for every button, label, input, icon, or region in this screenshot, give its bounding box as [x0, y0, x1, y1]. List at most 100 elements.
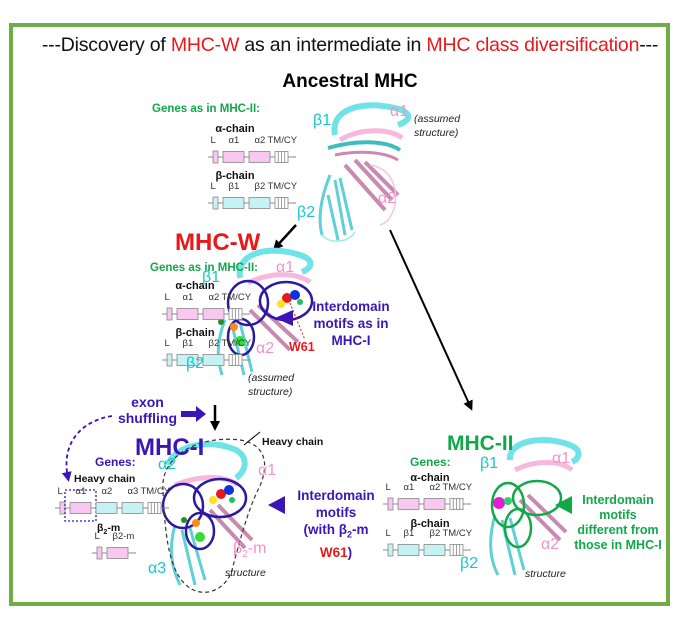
mhcii-beta-exon-label: β2 [429, 528, 441, 539]
ancestral-beta-exon-1 [222, 197, 245, 209]
note-line: structure) [248, 386, 293, 398]
motif-line: different from [577, 523, 659, 537]
ancestral-beta-exon-2 [248, 197, 271, 209]
mhci-motif-pointer [268, 496, 285, 514]
ancestral-domain-a2: α2 [378, 190, 397, 207]
mhcii-beta-exon-label: L [385, 528, 391, 539]
mhcw-alpha-chain-label: α-chain [175, 280, 215, 292]
helix-b1 [331, 102, 412, 136]
mhci-heading: MHC-I [135, 434, 205, 461]
mhci-b2m-exon-label: L [94, 531, 100, 542]
mhcii-beta-exon-label: TM/CY [442, 528, 473, 539]
ancestral-beta-exon-label: TM/CY [267, 181, 298, 192]
motif-line: those in MHC-I [574, 538, 662, 552]
mhcw-beta-exon-label: β1 [182, 338, 194, 349]
mhci-heavy-exon-3 [121, 502, 144, 514]
mhcw-beta-exon-label: L [164, 338, 170, 349]
ancestral-structure-note: (assumed structure) [414, 112, 460, 140]
exon-shuffling-dashed-arrow [61, 415, 113, 482]
mhcii-beta-exon-1 [397, 544, 420, 556]
mhcw-heading: MHC-W [175, 229, 261, 256]
mhcw-alpha-exon-label: α2 [208, 292, 220, 303]
mhci-b2m-exon-label: β2-m [112, 531, 135, 542]
arrow-ancestral-to-mhcii [389, 229, 473, 411]
motif-line: W61) [286, 544, 386, 561]
mhcw-domain-a2: α2 [256, 340, 275, 357]
mhci-heavy-exon-label: α2 [101, 486, 113, 497]
title-prefix: ---Discovery of [41, 34, 171, 56]
mhcii-alpha-exon-label: TM/CY [442, 482, 473, 493]
mhcii-motif-label: Interdomain motifs different from those … [568, 493, 668, 553]
ancestral-alpha-exon-1 [222, 151, 245, 163]
ancestral-beta-exon-label: L [210, 181, 216, 192]
motif-line: Interdomain [312, 299, 390, 314]
mhci-motif-label: Interdomain motifs (with β2-m W61) [286, 487, 386, 561]
mhcw-beta-exon-0 [166, 353, 173, 367]
mhcw-structure-note: (assumed structure) [248, 371, 294, 399]
exon-shuffling-line: shuffling [117, 410, 178, 426]
ancestral-alpha-exon-0 [212, 150, 219, 164]
mhcw-alpha-exon-label: L [164, 292, 170, 303]
mhci-residue-w61: W61 [319, 544, 348, 560]
mhcw-alpha-exon-2 [202, 308, 225, 320]
mhci-b2m-exon-1 [106, 547, 129, 559]
mhci-heavy-exon-0 [59, 501, 66, 515]
mhcii-alpha-exon-0 [387, 497, 394, 511]
mhcw-alpha-exon-1 [176, 308, 199, 320]
mhci-heavy-exon-1 [69, 502, 92, 514]
motif-line: Interdomain [582, 493, 654, 507]
ancestral-domain-a1: α1 [390, 103, 409, 120]
title-suffix: --- [639, 34, 659, 56]
mhci-heavy-chain-structure-label: Heavy chain [262, 436, 324, 448]
mhci-genes-heading: Genes: [95, 455, 136, 469]
mhci-heavy-exon-2 [95, 502, 118, 514]
mhci-structure-note: structure [225, 567, 266, 579]
ancestral-genes-heading: Genes as in MHC-II: [152, 103, 260, 115]
ancestral-alpha-exon-label: α2 [254, 135, 266, 146]
mhci-heavy-exon-label: α3 [127, 486, 139, 497]
mhci-b2m-exon-0 [96, 546, 103, 560]
arrow-ancestral-to-mhcw [272, 224, 297, 251]
motif-line: Interdomain [297, 488, 375, 503]
mhcii-beta-exon-0 [387, 543, 394, 557]
mhcw-beta-chain-label: β-chain [175, 327, 215, 339]
mhcii-domain-a1: α1 [552, 450, 571, 467]
motif-line: motifs as in [313, 316, 389, 331]
mhci-domain-a1: α1 [258, 462, 277, 479]
ancestral-alpha-exon-label: TM/CY [267, 135, 298, 146]
motif-line: MHC-I [331, 333, 371, 348]
exon-shuffling-label: exon shuffling [115, 394, 180, 426]
mhcw-alpha-exon-label: α1 [182, 292, 194, 303]
ancestral-beta-chain-label: β-chain [215, 170, 255, 182]
ancestral-domain-b1: β1 [313, 112, 332, 129]
ancestral-beta-exon-0 [212, 196, 219, 210]
mhcw-beta-exon-1 [176, 354, 199, 366]
exon-shuffling-line: exon [131, 394, 164, 410]
mhcii-structure-note: structure [525, 568, 566, 580]
mhcw-domain-b2: β2 [186, 355, 205, 372]
mhci-b2m-gene-label: β2-m [97, 522, 121, 537]
diagram-title: ---Discovery of MHC-W as an intermediate… [0, 34, 700, 57]
mhcw-motif-pointer [275, 310, 293, 326]
mhcw-beta-exon-label: TM/CY [221, 338, 252, 349]
note-line: structure) [414, 127, 459, 139]
ancestral-structure [318, 102, 412, 242]
mhcw-genes-heading: Genes as in MHC-II: [150, 262, 258, 274]
exon-shuffling-arrow [181, 406, 206, 422]
mhci-heavy-shuffled-exon-box [64, 489, 97, 522]
mhcw-alpha-exon-0 [166, 307, 173, 321]
paren: ) [347, 544, 353, 560]
mhci-domain-b2m: β2-m [233, 540, 267, 561]
mhci-heavy-exon-label: TM/CY [140, 486, 171, 497]
note-line: (assumed [248, 372, 295, 384]
title-middle: as an intermediate in [239, 34, 427, 56]
mhcii-structure [489, 437, 582, 576]
title-diversification: MHC class diversification [426, 34, 640, 56]
mhcii-domain-a2: α2 [541, 536, 560, 553]
mhcii-alpha-exon-label: α1 [403, 482, 415, 493]
mhcii-beta-exon-2 [423, 544, 446, 556]
mhci-domain-a3: α3 [148, 560, 167, 577]
mhcii-alpha-exon-2 [423, 498, 446, 510]
mhcii-domain-b2: β2 [460, 555, 479, 572]
